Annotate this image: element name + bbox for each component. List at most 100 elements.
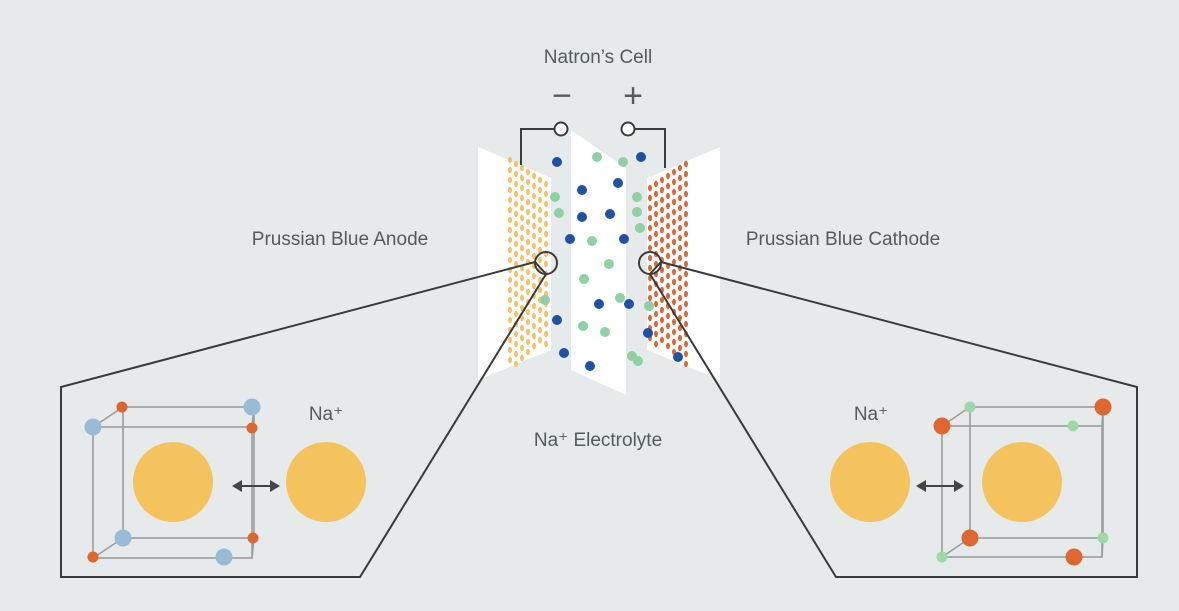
anode-particle (520, 174, 524, 182)
electrolyte-ion-blue (552, 315, 562, 325)
anode-particle (514, 300, 518, 308)
electrolyte-ion-green (604, 259, 614, 269)
anode-particle (514, 310, 518, 318)
electrolyte-ion-green (635, 223, 645, 233)
cathode-particle (672, 258, 676, 266)
cathode-particle (654, 220, 658, 228)
anode-particle (514, 360, 518, 368)
cathode-particle (684, 230, 688, 238)
electrolyte-ion-blue (673, 352, 683, 362)
cathode-particle (660, 226, 664, 234)
anode-particle (520, 294, 524, 302)
anode-particle (508, 316, 512, 324)
anode-particle (544, 320, 548, 328)
electrolyte-ion-green (579, 274, 589, 284)
cathode-particle (684, 310, 688, 318)
cathode-particle (678, 164, 682, 172)
anode-particle (508, 176, 512, 184)
positive-terminal (620, 121, 636, 137)
cathode-particle (666, 282, 670, 290)
anode-particle (514, 220, 518, 228)
anode-particle (532, 312, 536, 320)
cathode-particle (654, 330, 658, 338)
anode-particle (538, 316, 542, 324)
lattice-node (246, 422, 258, 434)
cathode-particle (678, 334, 682, 342)
anode-particle (514, 190, 518, 198)
anode-particle (508, 196, 512, 204)
anode-particle (526, 318, 530, 326)
electrolyte-ion-green (592, 152, 602, 162)
anode-particle (520, 244, 524, 252)
cathode-particle (678, 234, 682, 242)
anode-particle (538, 236, 542, 244)
cathode-particle (660, 176, 664, 184)
cathode-particle (660, 326, 664, 334)
cathode-particle (660, 196, 664, 204)
anode-particle (532, 322, 536, 330)
electrolyte-ion-green (554, 208, 564, 218)
electrolyte-ion-blue (559, 348, 569, 358)
separator-panel (571, 130, 626, 395)
cathode-particle (672, 188, 676, 196)
cathode-label: Prussian Blue Cathode (746, 229, 940, 250)
electrolyte-ion-blue (636, 152, 646, 162)
cathode-particle (660, 236, 664, 244)
cathode-particle (654, 320, 658, 328)
anode-particle (526, 218, 530, 226)
lattice-node (247, 532, 259, 544)
anode-particle (508, 286, 512, 294)
electrolyte-ions (540, 152, 683, 371)
cathode-particle (672, 248, 676, 256)
anode-particle (526, 308, 530, 316)
electrolyte-ion-green (578, 321, 588, 331)
anode-particle (532, 342, 536, 350)
anode-particle (508, 166, 512, 174)
electrolyte-ion-blue (613, 178, 623, 188)
cathode-particle (666, 202, 670, 210)
cathode-particle (672, 278, 676, 286)
cathode-exchange-arrow (916, 480, 964, 492)
cathode-particle (666, 222, 670, 230)
anode-particle (520, 204, 524, 212)
anode-particle (544, 190, 548, 198)
anode-particle (520, 224, 524, 232)
cathode-particle (660, 206, 664, 214)
lattice-node (84, 418, 102, 436)
negative-terminal (553, 121, 569, 137)
positive-terminal-sign: + (623, 77, 643, 115)
cathode-particle (654, 300, 658, 308)
cathode-particle (684, 160, 688, 168)
lattice-node (116, 401, 128, 413)
electrolyte-ion-green (600, 327, 610, 337)
cathode-particle (654, 210, 658, 218)
anode-particle (508, 156, 512, 164)
anode-particle (538, 336, 542, 344)
cathode-particle (666, 342, 670, 350)
anode-particle (544, 230, 548, 238)
cathode-particle (648, 244, 652, 252)
lattice-node (1065, 548, 1083, 566)
anode-particle (538, 256, 542, 264)
cathode-particle (666, 272, 670, 280)
lattice-node (933, 417, 951, 435)
cathode-particle (672, 208, 676, 216)
anode-particle (508, 296, 512, 304)
anode-particle (532, 222, 536, 230)
electrolyte-ion-blue (577, 185, 587, 195)
cathode-particle (684, 290, 688, 298)
anode-particle (544, 210, 548, 218)
anode-particle (544, 200, 548, 208)
cathode-particle (672, 218, 676, 226)
cathode-particle (678, 244, 682, 252)
electrolyte-ion-blue (643, 328, 653, 338)
electrolyte-ion-green (540, 295, 550, 305)
cathode-particle (678, 204, 682, 212)
cathode-particle (684, 320, 688, 328)
cathode-particle (672, 338, 676, 346)
anode-particle (508, 206, 512, 214)
anode-zoom-frame (60, 260, 548, 578)
anode-particle (532, 182, 536, 190)
cathode-particle (672, 238, 676, 246)
anode-particle (508, 226, 512, 234)
